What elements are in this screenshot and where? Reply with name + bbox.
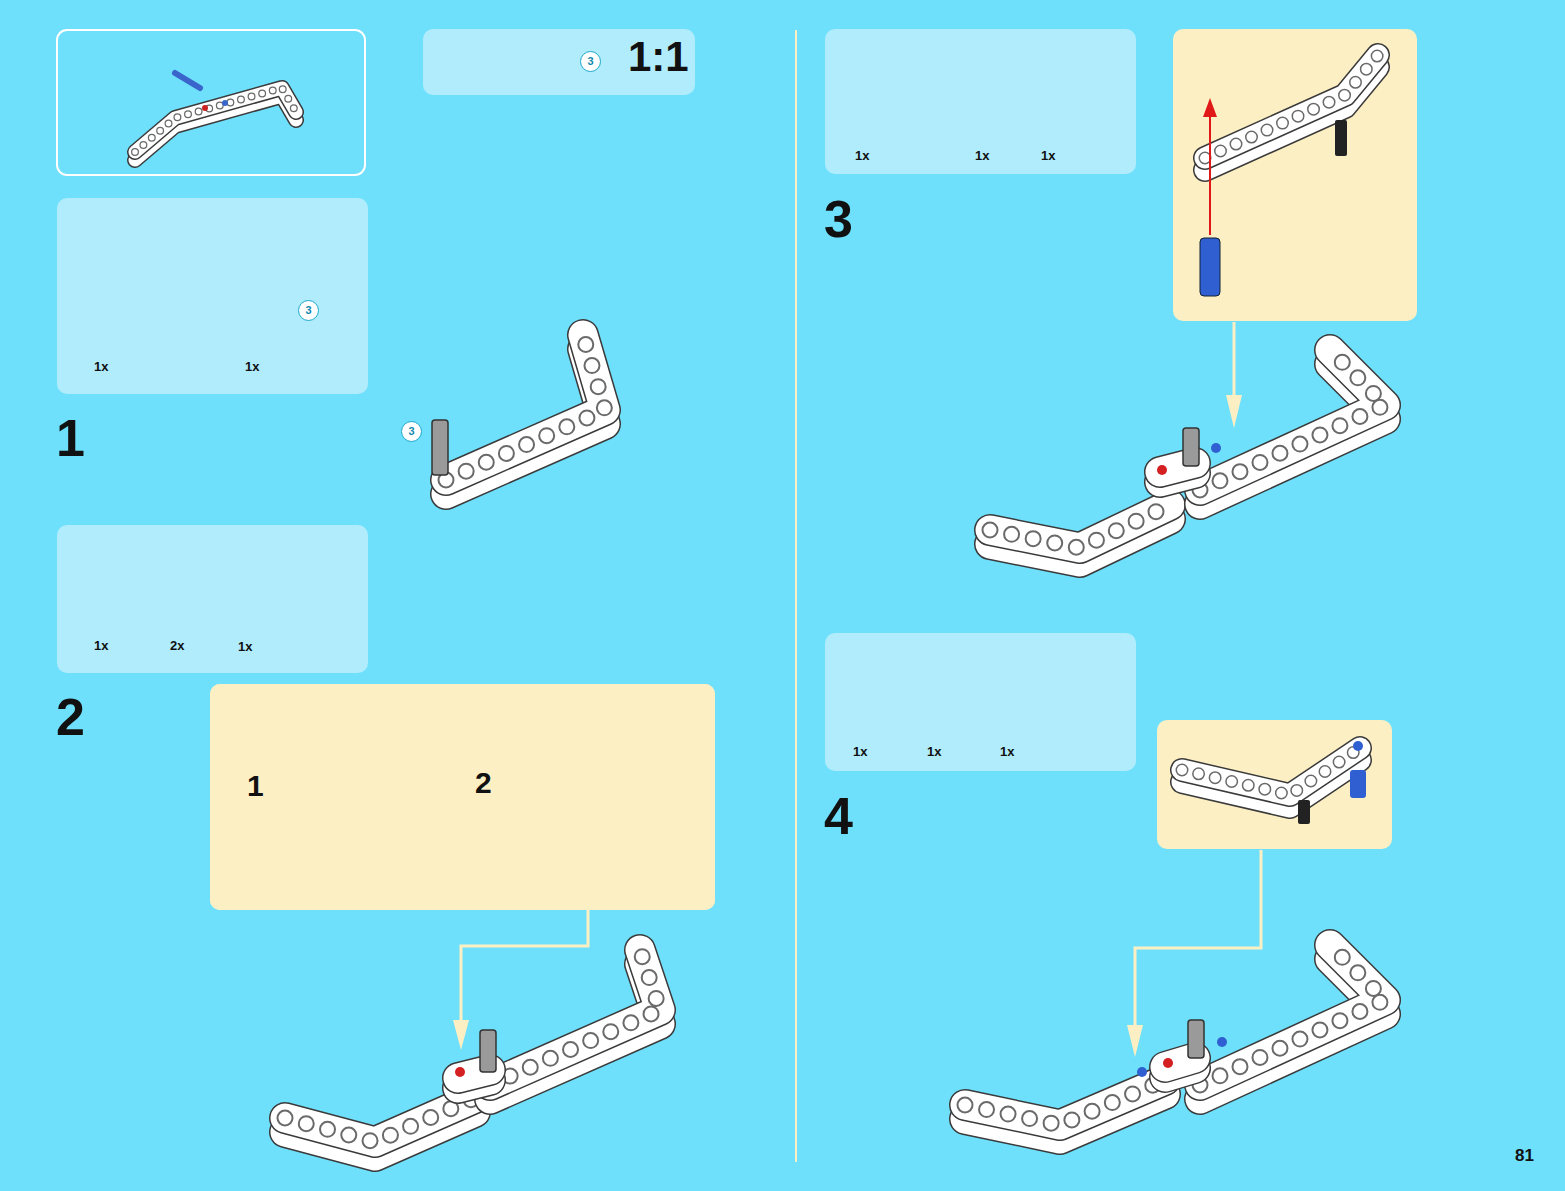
sub-step-number: 1 xyxy=(247,771,264,801)
scale-panel: 1:1 3 xyxy=(423,29,695,95)
parts-list: 1x 1x 1x xyxy=(825,29,1136,174)
callout-number: 3 xyxy=(580,51,601,72)
part-quantity: 1x xyxy=(855,149,869,162)
part-quantity: 1x xyxy=(94,360,108,373)
sub-step-number: 2 xyxy=(475,768,492,798)
parts-list: 1x 1x 1x xyxy=(825,633,1136,771)
step-number: 3 xyxy=(824,193,853,245)
callout-number: 3 xyxy=(408,426,414,437)
callout-number: 3 xyxy=(401,421,422,442)
scale-label: 1:1 xyxy=(628,36,689,78)
part-quantity: 1x xyxy=(1000,745,1014,758)
parts-list: 1x 2x 1x xyxy=(57,525,368,673)
callout-number: 3 xyxy=(298,300,319,321)
part-quantity: 1x xyxy=(853,745,867,758)
step-number: 4 xyxy=(824,790,853,842)
callout-number: 3 xyxy=(587,56,593,67)
sub-assembly-box: 12 xyxy=(210,684,715,910)
part-quantity: 1x xyxy=(927,745,941,758)
parts-list: 1x 1x 3 xyxy=(57,198,368,394)
part-quantity: 1x xyxy=(975,149,989,162)
step-number: 2 xyxy=(56,691,85,743)
part-quantity: 1x xyxy=(94,639,108,652)
part-quantity: 1x xyxy=(238,640,252,653)
part-quantity: 2x xyxy=(170,639,184,652)
step-number: 1 xyxy=(56,412,85,464)
callout-number: 3 xyxy=(305,305,311,316)
part-quantity: 1x xyxy=(245,360,259,373)
part-quantity: 1x xyxy=(1041,149,1055,162)
page-number: 81 xyxy=(1515,1147,1534,1164)
